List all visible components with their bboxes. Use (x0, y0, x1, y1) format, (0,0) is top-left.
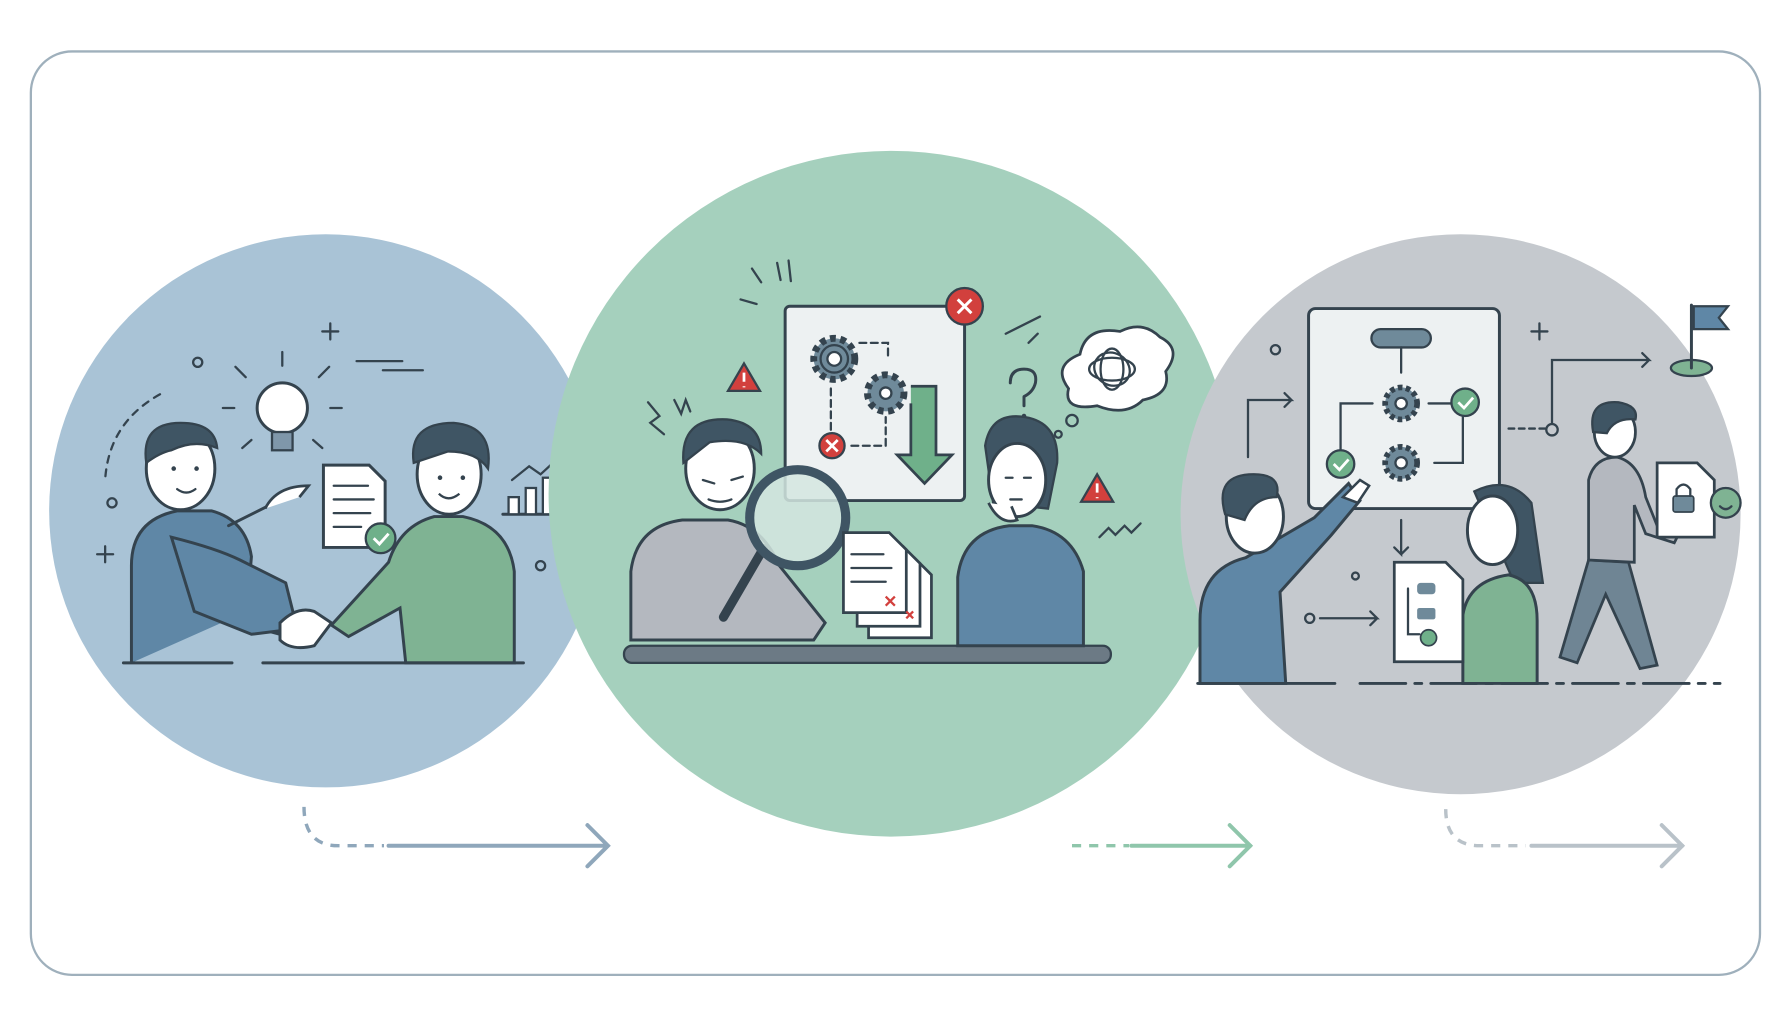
warning-icon (726, 361, 762, 392)
table (622, 644, 1112, 664)
person-presenter (1198, 473, 1371, 685)
lightbulb-icon (221, 350, 343, 452)
document-check-icon (321, 463, 397, 555)
process-board (783, 304, 967, 503)
person-thinker (956, 415, 1085, 648)
stage-analysis (548, 150, 1235, 837)
stage-execution (1180, 234, 1742, 795)
gear-icon (1382, 384, 1420, 482)
person-reviewer (1392, 483, 1545, 685)
flowchart-board (1307, 307, 1501, 511)
flowchart-document-icon (1392, 560, 1465, 664)
person-analyst (629, 418, 827, 642)
confused-thought-icon (1053, 325, 1175, 439)
warning-icon-2 (1079, 472, 1116, 503)
stage-agreement (49, 234, 603, 788)
error-badge-icon (945, 286, 984, 326)
arrow-1 (302, 806, 611, 869)
person-right (329, 421, 516, 665)
person-left (129, 421, 312, 663)
secure-document-icon (1655, 461, 1716, 539)
flag-icon (1669, 303, 1731, 378)
check-icon (1325, 387, 1480, 479)
frame (29, 50, 1762, 976)
arrow-3 (1444, 809, 1686, 869)
arrow-2 (1072, 823, 1254, 869)
magnifier-icon (718, 465, 851, 622)
error-icon (818, 431, 846, 460)
documents-icon (842, 531, 933, 640)
handshake-icon (278, 608, 334, 650)
gears-icon (810, 334, 908, 415)
smiley-icon (1709, 486, 1742, 519)
